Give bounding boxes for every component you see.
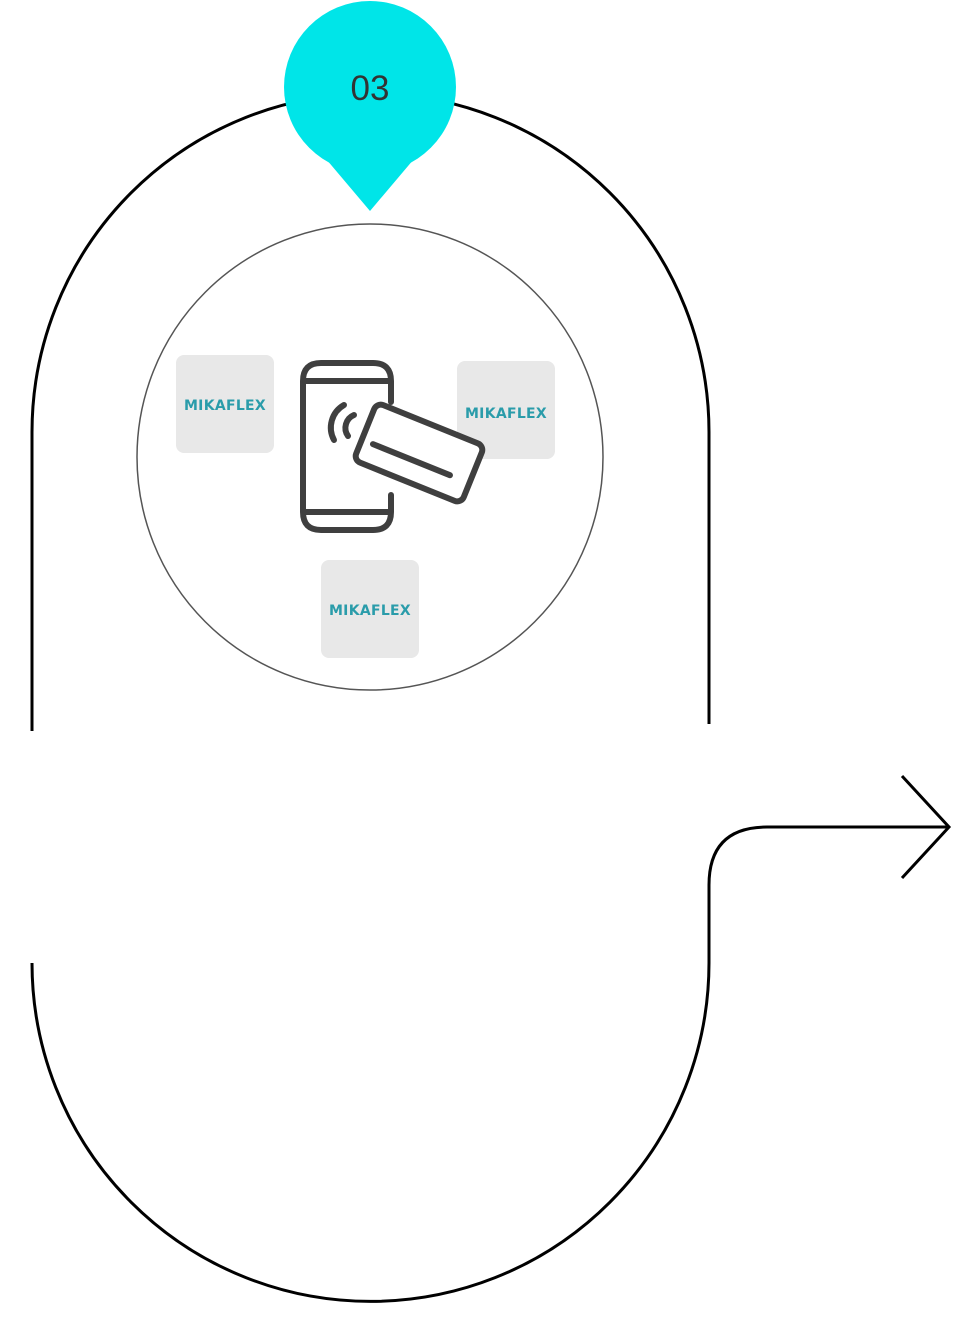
mikaflex-logo: MIKAFLEX: [465, 406, 547, 422]
arrow-head-icon: [900, 774, 952, 880]
logo-tile-left: MIKAFLEX: [176, 355, 274, 453]
logo-tile-bottom: MIKAFLEX: [321, 560, 419, 658]
mikaflex-logo: MIKAFLEX: [329, 603, 411, 619]
flow-path-bottom-loop: [30, 825, 948, 1303]
logo-tile-right: MIKAFLEX: [457, 361, 555, 459]
nfc-phone-card-icon: [300, 360, 486, 533]
step-marker: 03: [284, 1, 456, 211]
mikaflex-logo: MIKAFLEX: [184, 398, 266, 414]
step-number: 03: [351, 69, 390, 108]
